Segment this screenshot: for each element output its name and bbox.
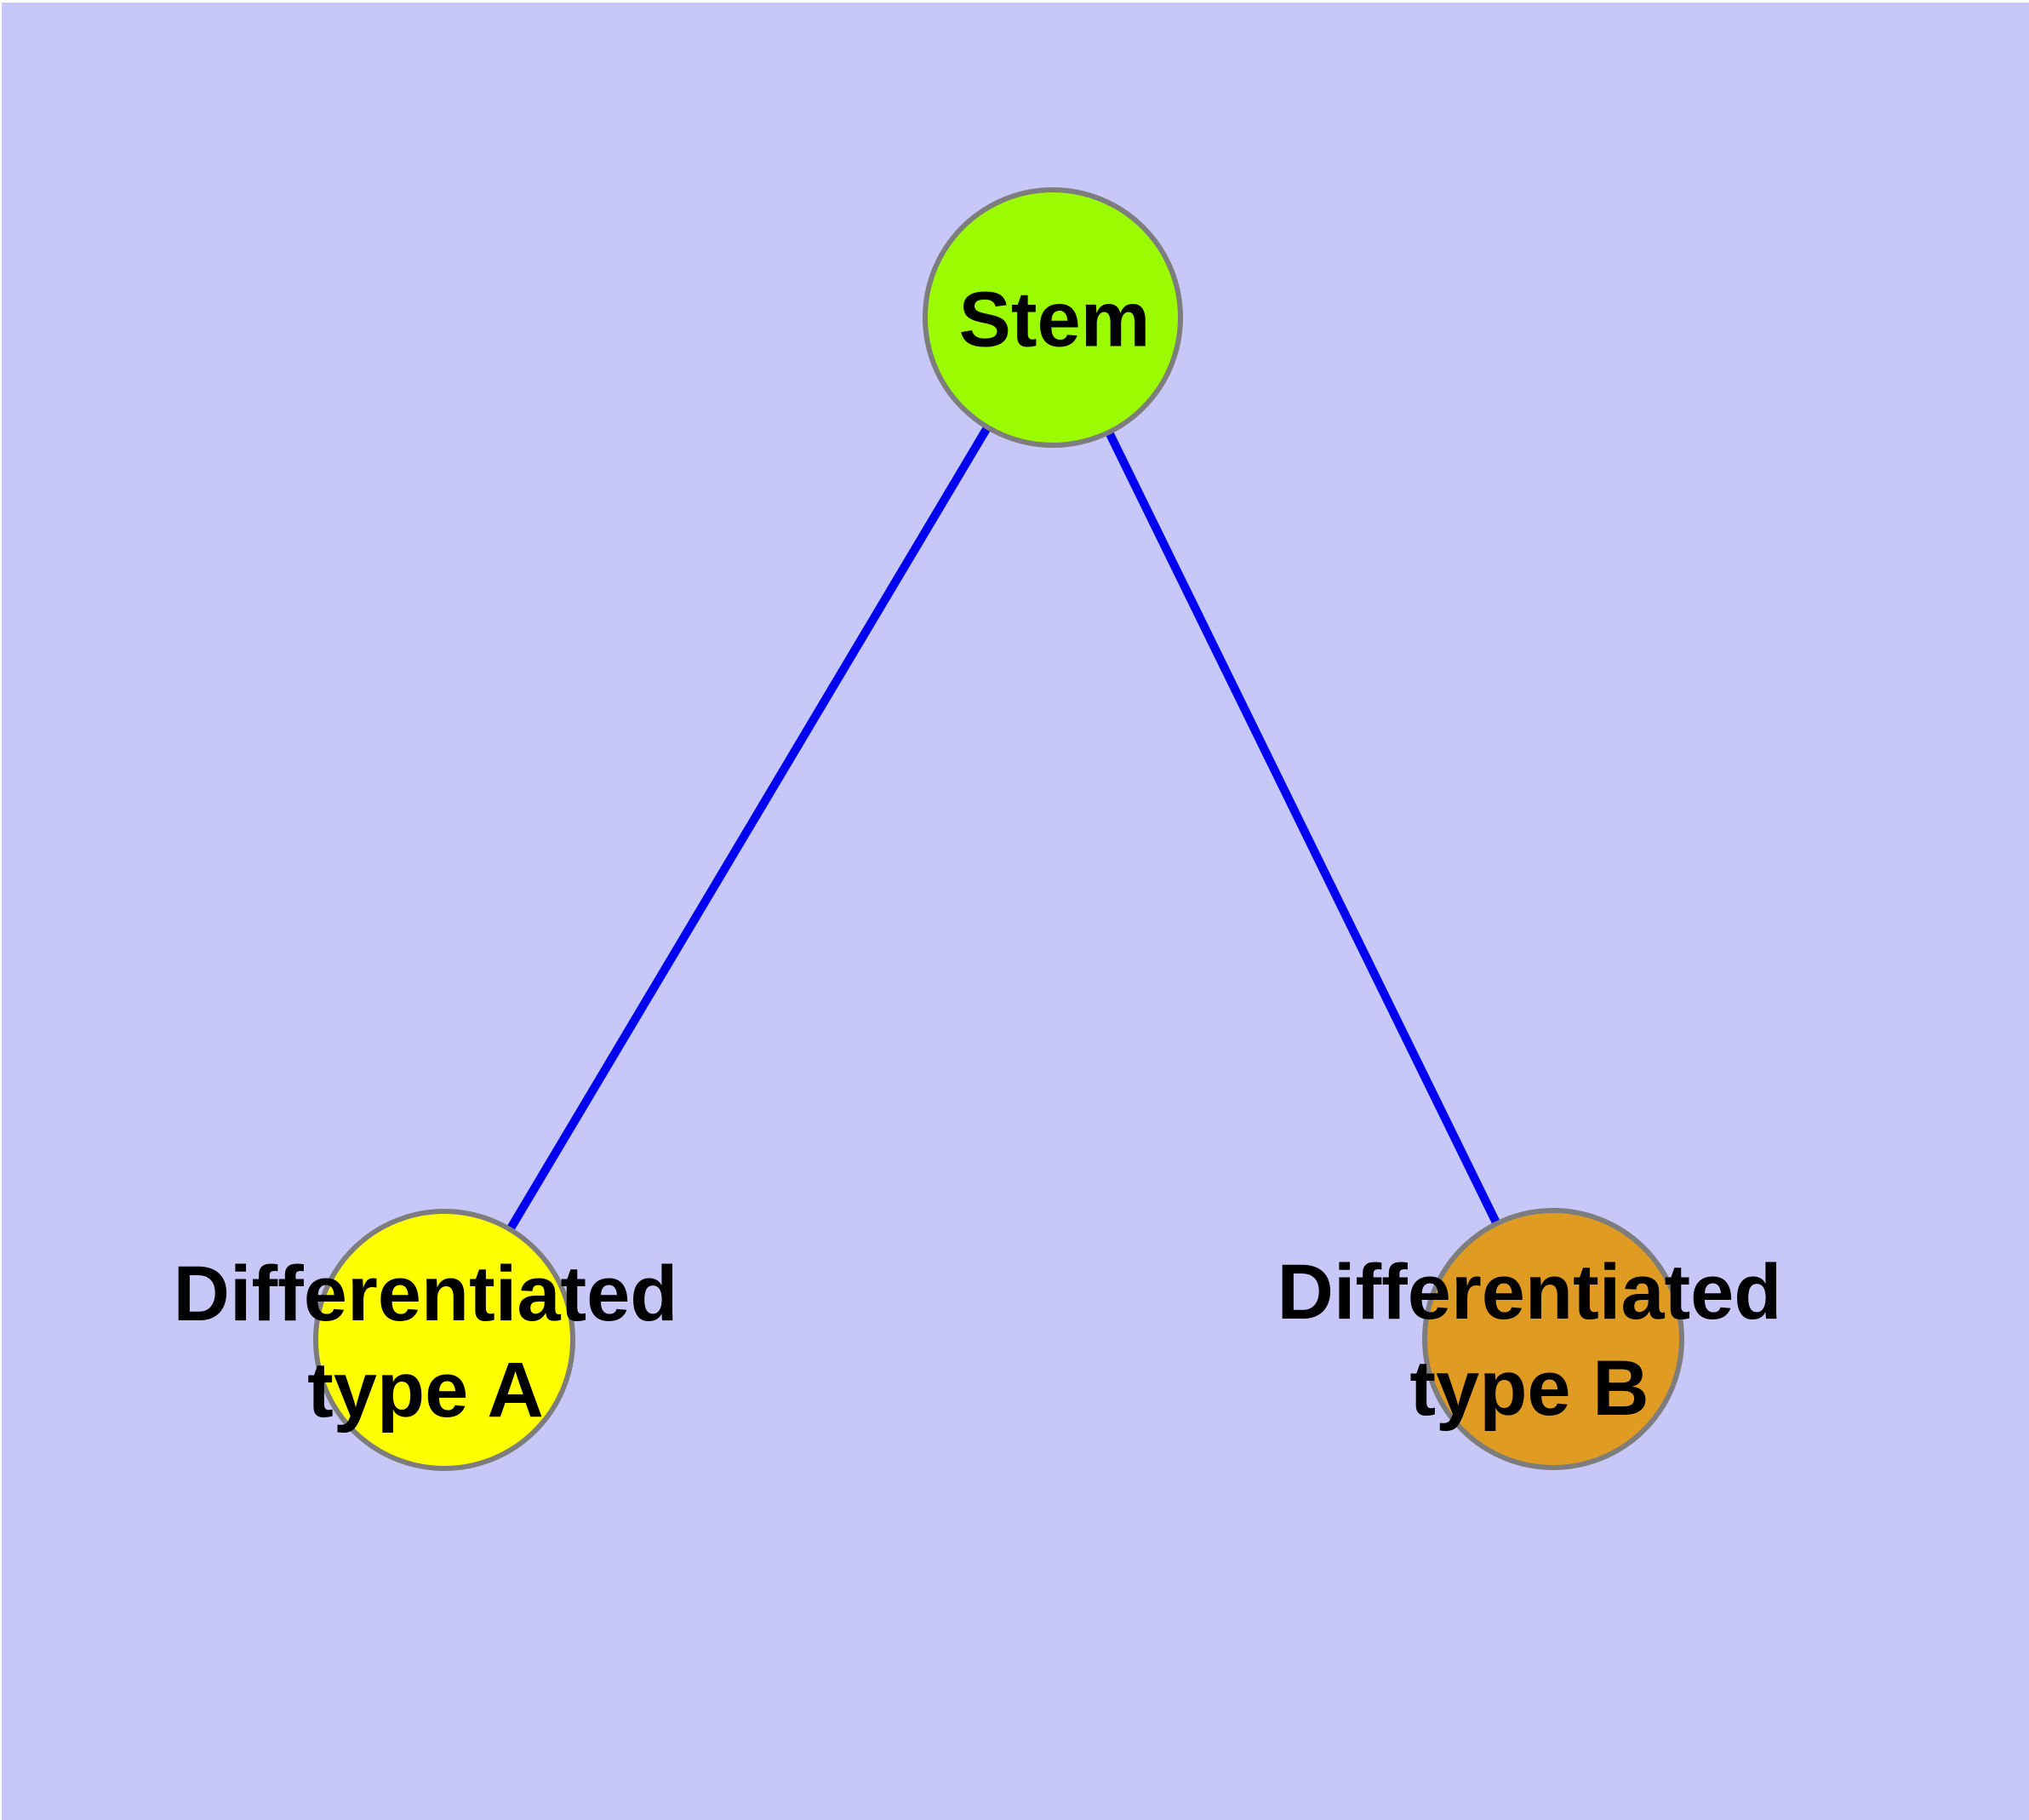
canvas-edge-highlight-top	[0, 0, 2029, 3]
canvas-edge-highlight-left	[0, 0, 2, 1820]
edge-stem-to-type-b	[1049, 315, 1557, 1342]
node-type-a-label-line2: type A	[307, 1347, 544, 1434]
node-stem-circle	[923, 187, 1183, 448]
node-type-b-label-line2: type B	[1409, 1345, 1649, 1432]
node-type-a-circle	[313, 1209, 575, 1471]
node-type-b-label: Differentiated type B	[1277, 1245, 1782, 1437]
node-type-a-label-line1: Differentiated	[173, 1250, 678, 1337]
node-type-b-circle	[1422, 1208, 1684, 1470]
edge-stem-to-type-a	[440, 315, 1057, 1342]
node-type-b-label-line1: Differentiated	[1277, 1248, 1782, 1336]
node-stem-label: Stem	[958, 276, 1151, 363]
node-type-a-label: Differentiated type A	[174, 1246, 678, 1439]
